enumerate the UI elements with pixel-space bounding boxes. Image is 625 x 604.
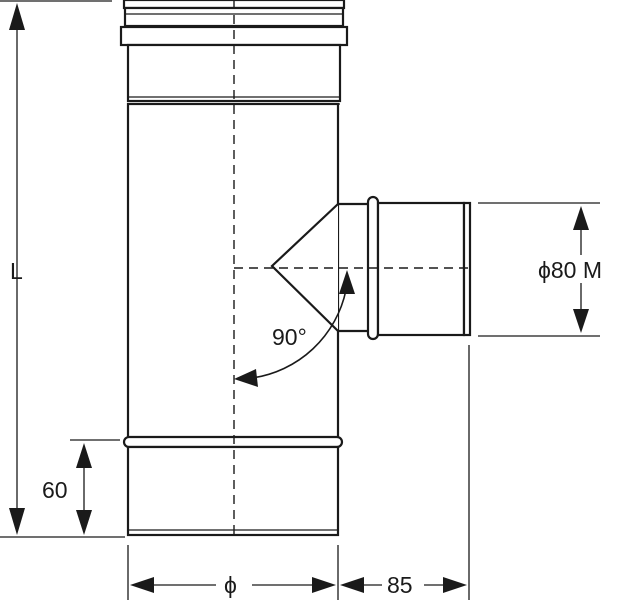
- branch-cone-edge: [270, 203, 339, 332]
- socket-arrowhead-bottom: [76, 510, 92, 535]
- angle-dimension: 90°: [234, 270, 355, 387]
- main-diameter-arrowhead-left: [130, 577, 154, 593]
- branch-spigot: [376, 201, 466, 337]
- length-label: L: [10, 258, 23, 284]
- branch-length-arrowhead-left: [340, 577, 364, 593]
- branch-outlet: [270, 195, 472, 341]
- bottom-bead-ring: [122, 435, 344, 449]
- branch-diameter-label: ϕ80 M: [538, 257, 602, 283]
- angle-label: 90°: [272, 324, 307, 350]
- bottom-socket: [126, 445, 340, 537]
- angle-arrowhead-left: [234, 369, 258, 387]
- diameter-arrowhead-top: [573, 206, 589, 230]
- branch-spigot-lip: [462, 201, 472, 337]
- bottom-dimensions: ϕ 85: [127, 345, 470, 600]
- length-dimension: L: [0, 0, 125, 538]
- angle-arrowhead-top: [339, 270, 355, 294]
- socket-arrowhead-top: [76, 443, 92, 468]
- main-diameter-arrowhead-right: [312, 577, 336, 593]
- length-arrowhead-top: [9, 3, 25, 30]
- branch-length-label: 85: [387, 572, 413, 598]
- branch-diameter-dimension: ϕ80 M: [478, 202, 602, 337]
- diameter-arrowhead-bottom: [573, 309, 589, 333]
- length-arrowhead-bottom: [9, 508, 25, 535]
- main-diameter-label: ϕ: [224, 572, 237, 598]
- socket-height-dimension: 60: [42, 439, 120, 535]
- branch-length-arrowhead-right: [443, 577, 467, 593]
- socket-height-label: 60: [42, 477, 68, 503]
